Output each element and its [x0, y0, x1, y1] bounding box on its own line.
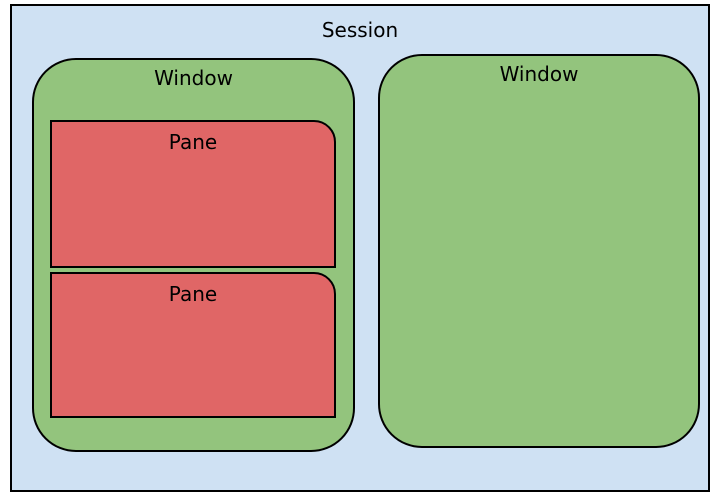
window-box-right: Window — [378, 54, 700, 448]
window-label-right: Window — [499, 62, 579, 86]
pane-box-top: Pane — [50, 120, 336, 268]
pane-box-bottom: Pane — [50, 272, 336, 418]
window-box-left: Window Pane Pane — [32, 58, 355, 452]
window-label-left: Window — [154, 66, 233, 90]
pane-label-bottom: Pane — [168, 282, 218, 306]
session-label: Session — [321, 18, 399, 42]
session-box: Session Window Pane Pane Window — [10, 4, 710, 492]
pane-label-top: Pane — [168, 130, 218, 154]
